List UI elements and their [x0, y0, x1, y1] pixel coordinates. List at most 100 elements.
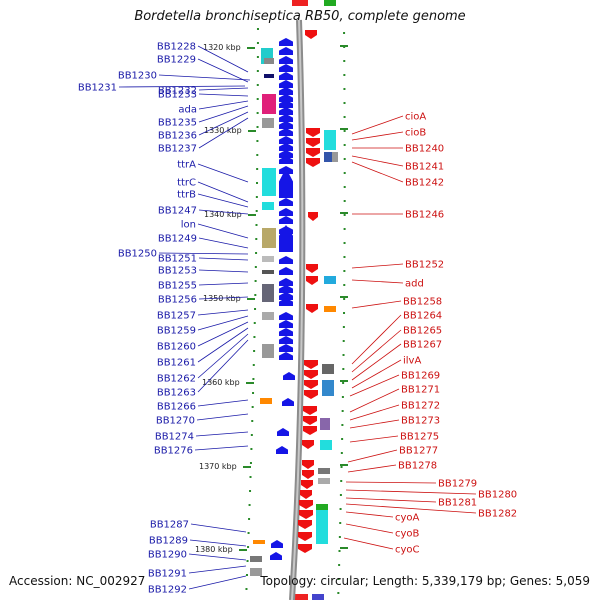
minor-tick-left — [254, 308, 257, 310]
minor-tick-right — [337, 578, 340, 580]
gene-feature-block — [332, 152, 338, 162]
forward-gene-arrow — [279, 64, 293, 72]
minor-tick-right — [339, 522, 342, 524]
forward-gene-arrow — [279, 292, 293, 300]
right-gene-label: cioB — [405, 128, 426, 139]
minor-tick-left — [253, 336, 256, 338]
left-leader-line — [118, 85, 246, 88]
reverse-gene-arrow — [308, 212, 318, 221]
right-gene-label: BB1273 — [401, 416, 440, 427]
minor-tick-right — [343, 158, 346, 160]
right-leader-line — [349, 435, 399, 443]
scale-label: 1380 kbp — [195, 545, 233, 554]
minor-tick-right — [343, 60, 346, 62]
right-gene-label: BB1264 — [403, 311, 442, 322]
backbone-bottom-red — [292, 594, 308, 600]
minor-tick-left — [248, 518, 251, 520]
right-gene-label: BB1242 — [405, 178, 444, 189]
right-gene-label: BB1258 — [403, 297, 442, 308]
minor-tick-right — [343, 32, 346, 34]
minor-tick-right — [337, 592, 340, 594]
minor-tick-left — [247, 546, 250, 548]
reverse-gene-arrow — [304, 360, 318, 369]
minor-tick-right — [343, 172, 346, 174]
forward-gene-arrow — [279, 87, 293, 95]
reverse-gene-arrow — [300, 490, 312, 499]
minor-tick-left — [247, 532, 250, 534]
genome-backbone-inner — [291, 19, 304, 600]
right-leader-line — [343, 537, 394, 550]
left-gene-label: BB1292 — [148, 585, 187, 596]
gene-feature-block — [324, 130, 336, 150]
right-leader-line — [345, 497, 437, 503]
left-leader-line — [189, 539, 247, 547]
reverse-gene-arrow — [303, 426, 317, 435]
left-gene-label: BB1259 — [157, 326, 196, 337]
major-tick-left — [247, 47, 255, 49]
left-gene-label: BB1270 — [156, 416, 195, 427]
gene-feature-block — [316, 510, 328, 544]
minor-tick-left — [255, 252, 258, 254]
minor-tick-left — [256, 70, 259, 72]
left-gene-label: BB1247 — [158, 206, 197, 217]
right-gene-label: cyoC — [395, 545, 420, 556]
minor-tick-left — [245, 588, 248, 590]
minor-tick-right — [341, 396, 344, 398]
left-gene-label: BB1236 — [158, 131, 197, 142]
minor-tick-right — [343, 74, 346, 76]
left-gene-label: BB1255 — [158, 281, 197, 292]
left-leader-line — [195, 431, 249, 437]
right-gene-label: BB1280 — [478, 490, 517, 501]
right-gene-label: ilvA — [403, 356, 421, 367]
gene-feature-block — [316, 504, 328, 510]
major-tick-left — [246, 382, 254, 384]
forward-gene-arrow — [279, 336, 293, 344]
left-gene-label: BB1256 — [158, 295, 197, 306]
right-leader-line — [349, 388, 400, 413]
left-gene-label: BB1257 — [157, 311, 196, 322]
gene-feature-block — [322, 364, 334, 374]
major-tick-left — [248, 130, 256, 132]
major-tick-right — [340, 464, 348, 466]
minor-tick-right — [338, 550, 341, 552]
left-leader-line — [197, 327, 249, 363]
minor-tick-left — [256, 42, 259, 44]
minor-tick-right — [343, 186, 346, 188]
reverse-gene-arrow — [306, 148, 320, 157]
scale-label: 1370 kbp — [199, 462, 237, 471]
minor-tick-right — [343, 130, 346, 132]
right-gene-label: BB1275 — [400, 432, 439, 443]
reverse-gene-arrow — [299, 500, 313, 509]
left-gene-label: BB1290 — [148, 550, 187, 561]
left-gene-label: ada — [178, 105, 197, 116]
minor-tick-left — [246, 560, 249, 562]
right-leader-line — [345, 489, 477, 495]
forward-gene-arrow — [271, 540, 283, 548]
left-leader-line — [198, 282, 249, 286]
left-gene-label: BB1266 — [157, 402, 196, 413]
forward-gene-arrow — [283, 372, 295, 380]
minor-tick-left — [249, 476, 252, 478]
backbone-top-red — [292, 0, 308, 6]
minor-tick-right — [342, 368, 345, 370]
left-leader-line — [198, 269, 249, 273]
minor-tick-left — [249, 462, 252, 464]
left-leader-line — [197, 58, 249, 83]
minor-tick-right — [342, 326, 345, 328]
minor-tick-right — [343, 214, 346, 216]
gene-feature-block — [324, 152, 332, 162]
left-leader-line — [197, 315, 249, 331]
reverse-gene-arrow — [303, 406, 317, 415]
left-gene-label: ttrC — [177, 178, 196, 189]
minor-tick-left — [256, 140, 259, 142]
left-gene-label: BB1250 — [118, 249, 157, 260]
left-leader-line — [197, 321, 249, 347]
left-gene-label: BB1237 — [158, 144, 197, 155]
left-leader-line — [197, 339, 249, 393]
reverse-gene-arrow — [299, 510, 313, 519]
forward-gene-arrow — [279, 72, 293, 80]
scale-label: 1350 kbp — [203, 294, 241, 303]
minor-tick-right — [343, 88, 346, 90]
minor-tick-right — [343, 116, 346, 118]
left-leader-line — [196, 413, 249, 421]
